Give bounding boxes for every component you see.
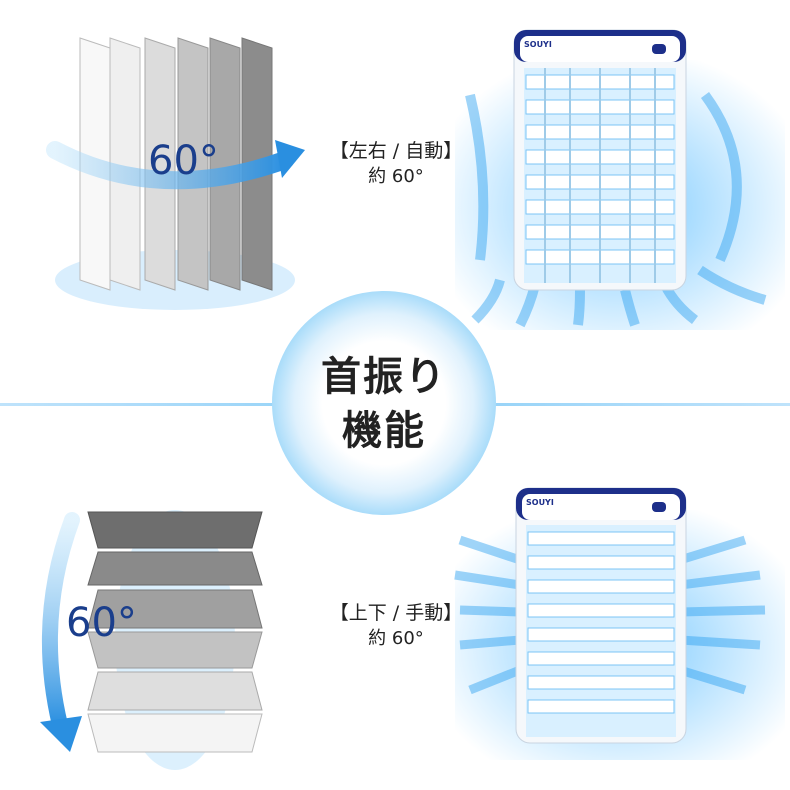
cooler-bottom: [454, 487, 785, 760]
vertical-angle-text: 約 60°: [368, 628, 424, 649]
horizontal-swing-label: 【左右 / 自動】 約 60°: [316, 138, 476, 190]
vertical-mode-text: 【上下 / 手動】: [329, 602, 463, 624]
cooler-top: [455, 29, 785, 330]
feature-title: 首振り 機能: [284, 350, 484, 458]
brand-logo-bottom: SOUYI: [526, 498, 554, 507]
vertical-swing-label: 【上下 / 手動】 約 60°: [316, 600, 476, 652]
horizontal-angle-text: 約 60°: [368, 166, 424, 187]
vertical-diagram-angle: 60°: [66, 600, 137, 646]
vertical-swing-diagram: [40, 510, 263, 770]
feature-title-line1: 首振り: [321, 354, 447, 400]
brand-logo-top: SOUYI: [524, 40, 552, 49]
feature-title-line2: 機能: [342, 408, 426, 454]
horizontal-mode-text: 【左右 / 自動】: [329, 140, 463, 162]
center-circle: [272, 291, 496, 515]
horizontal-swing-diagram: [46, 37, 305, 310]
horizontal-diagram-angle: 60°: [148, 138, 219, 184]
